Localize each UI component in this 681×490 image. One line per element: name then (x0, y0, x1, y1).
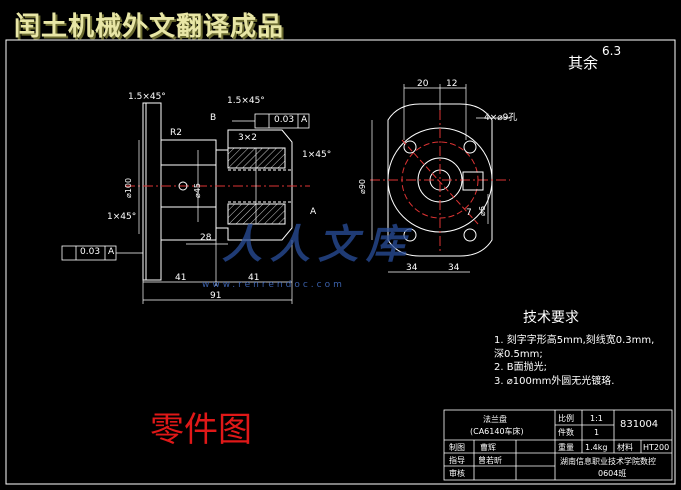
tech-item-1: 1. 刻字字形高5mm,刻线宽0.3mm, (494, 335, 655, 346)
hub-body (160, 139, 217, 241)
dim-34: 34 (406, 263, 418, 273)
tb-class: 0604班 (598, 469, 627, 478)
dim-groove: 3×2 (238, 133, 257, 143)
dim-chamfer-2: 1.5×45° (227, 96, 265, 106)
tolerance-frames (61, 113, 310, 261)
tb-ratio-label: 比例 (558, 414, 574, 423)
tb-weight-value: 1.4kg (585, 443, 608, 452)
tolerance-1-value: 0.03 (274, 115, 295, 125)
dim-20: 20 (417, 79, 429, 89)
tolerance-2-value: 0.03 (80, 247, 101, 257)
watermark-url: www.renrendoc.com (202, 280, 345, 290)
flange-outline (387, 103, 493, 257)
sheet-border (5, 39, 676, 485)
cross-hole (178, 181, 188, 191)
watermark-logo: 人人文库 (222, 222, 414, 268)
dim-34b: 34 (448, 263, 460, 273)
dim-radius: R2 (170, 128, 182, 138)
dim-28: 28 (200, 233, 212, 243)
tech-item-3: 2. B面抛光; (494, 362, 547, 373)
roughness-value: 6.3 (602, 44, 622, 58)
hole-1 (403, 140, 417, 154)
dim-41b: 41 (248, 273, 260, 283)
tolerance-1-datum: A (301, 115, 308, 125)
tb-drawn-label: 制图 (449, 443, 465, 452)
tb-guide-label: 指导 (449, 456, 465, 465)
dim-chamfer-4: 1×45° (302, 150, 332, 160)
dim-7: 7 (466, 208, 472, 218)
tb-school: 湖南信息职业技术学院数控 (560, 457, 656, 466)
tb-weight-label: 重量 (558, 443, 574, 452)
dim-12: 12 (446, 79, 458, 89)
hole-2 (463, 140, 477, 154)
tb-count-label: 件数 (558, 428, 574, 437)
stepped-shaft (215, 129, 293, 241)
title-block-grid (443, 409, 673, 481)
dim-chamfer-1: 1.5×45° (128, 92, 166, 102)
side-boss (462, 171, 484, 191)
tech-item-2: 深0.5mm; (494, 349, 543, 360)
side-view (370, 103, 510, 257)
datum-a: A (310, 207, 317, 217)
tech-item-4: 3. ⌀100mm外圆无光镀珞. (494, 376, 615, 387)
dim-dia6: ⌀6 (478, 206, 487, 216)
roughness-note: 其余 6.3 (568, 44, 621, 73)
tech-requirements-title: 技术要求 (523, 310, 579, 326)
tb-material-value: HT200 (643, 443, 670, 452)
dim-41a: 41 (175, 273, 187, 283)
dim-dia45: ⌀45 (193, 183, 202, 198)
tb-drawn-name: 曹辉 (480, 443, 496, 452)
tb-count-value: 1 (594, 428, 600, 437)
hole-3 (403, 228, 417, 242)
tb-guide-name: 曾若昕 (478, 456, 502, 465)
dim-91: 91 (210, 291, 222, 301)
datum-b: B (210, 113, 217, 123)
part-drawing-label: 零件图 (150, 410, 252, 450)
tb-ratio-value: 1:1 (590, 414, 603, 423)
tb-material-label: 材料 (617, 443, 633, 452)
section-dimensions (138, 140, 293, 304)
tb-part-sub: (CA6140车床) (470, 427, 524, 436)
tb-review-label: 审核 (449, 469, 465, 478)
section-view (125, 102, 310, 281)
dim-chamfer-3: 1×45° (107, 212, 137, 222)
tolerance-2-datum: A (108, 247, 115, 257)
dim-dia100: ⌀100 (124, 177, 133, 198)
dim-dia90: ⌀90 (358, 179, 367, 194)
hole-4 (463, 228, 477, 242)
side-dimensions (371, 84, 510, 273)
banner-title: 闰土机械外文翻译成品 (14, 12, 285, 42)
tb-drawing-no: 831004 (620, 419, 659, 430)
roughness-text: 其余 (568, 54, 599, 72)
dim-holes: 4×⌀9孔 (484, 113, 518, 123)
tb-part-name: 法兰盘 (483, 415, 507, 424)
